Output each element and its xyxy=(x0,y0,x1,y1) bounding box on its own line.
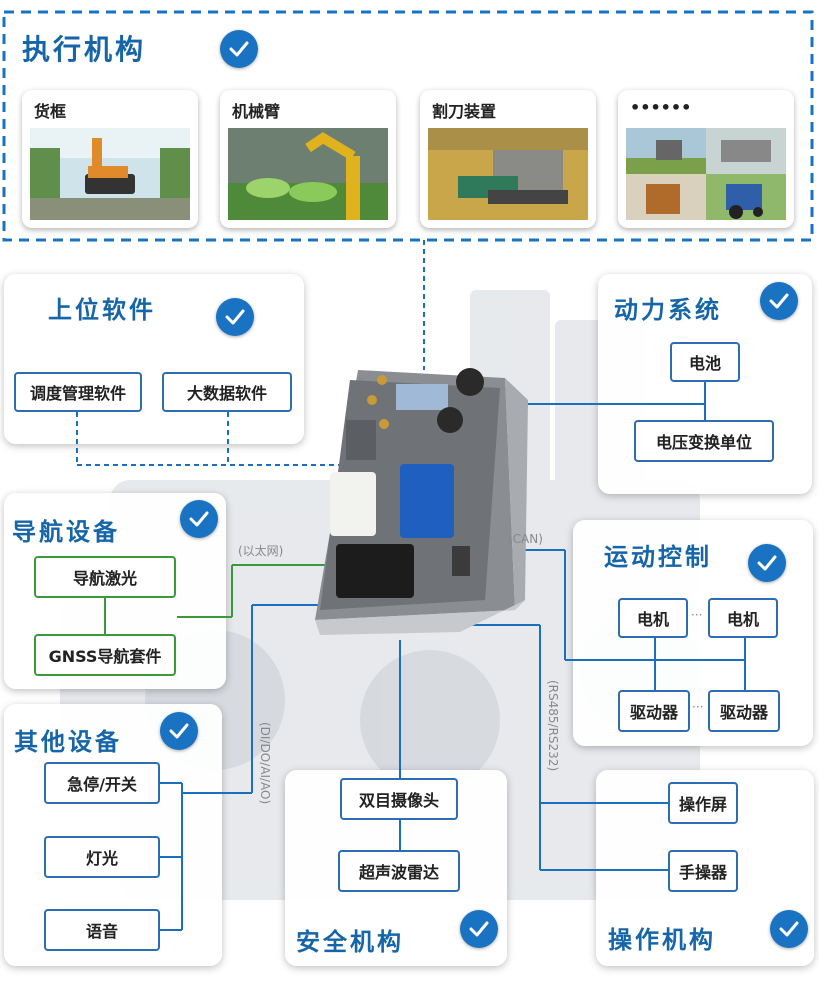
operation-check-icon xyxy=(770,910,808,948)
navigation-title: 导航设备 xyxy=(12,518,120,546)
ethernet-bus-label: (以太网) xyxy=(238,544,284,558)
actuator-card-cutter: 割刀装置 xyxy=(420,90,596,228)
motion-control-title: 运动控制 xyxy=(604,543,712,571)
actuator-card-cargo-frame: 货框 xyxy=(22,90,198,228)
ultrasonic-radar-box: 超声波雷达 xyxy=(338,850,460,892)
actuator-label: 机械臂 xyxy=(232,102,281,121)
motor-box-2: 电机 xyxy=(708,598,778,638)
navigation-check-icon xyxy=(180,500,218,538)
driver-box-1: 驱动器 xyxy=(618,690,690,732)
can-bus-label: (CAN) xyxy=(508,532,543,546)
big-data-software-box: 大数据软件 xyxy=(162,372,292,412)
farm-machinery-collage-image xyxy=(626,128,786,220)
lighting-box: 灯光 xyxy=(44,836,160,878)
voltage-converter-box: 电压变换单位 xyxy=(634,420,774,462)
actuator-label: •••••• xyxy=(630,98,692,117)
operation-screen-box: 操作屏 xyxy=(668,782,738,824)
emergency-stop-box: 急停/开关 xyxy=(44,762,160,804)
serial-bus-label: (RS485/RS232) xyxy=(546,680,560,772)
power-system-check-icon xyxy=(760,282,798,320)
driver-box-2: 驱动器 xyxy=(708,690,780,732)
actuator-dashed-frame xyxy=(2,10,814,242)
other-devices-title: 其他设备 xyxy=(14,728,122,756)
driver-ellipsis: ··· xyxy=(692,700,704,714)
gnss-kit-box: GNSS导航套件 xyxy=(34,634,176,676)
handheld-controller-box: 手操器 xyxy=(668,850,738,892)
battery-box: 电池 xyxy=(670,342,740,382)
central-controller xyxy=(315,368,528,635)
actuator-label: 货框 xyxy=(34,102,67,121)
io-bus-label: (DI/DO/AI/AO) xyxy=(258,722,272,805)
upper-software-check-icon xyxy=(216,298,254,336)
other-devices-check-icon xyxy=(160,712,198,750)
actuators-check-icon xyxy=(220,30,258,68)
safety-check-icon xyxy=(460,910,498,948)
greenhouse-robot-image xyxy=(30,128,190,220)
motion-control-check-icon xyxy=(748,544,786,582)
operation-title: 操作机构 xyxy=(608,926,716,954)
actuator-card-more: •••••• xyxy=(618,90,794,228)
navigation-laser-box: 导航激光 xyxy=(34,556,176,598)
dispatch-software-box: 调度管理软件 xyxy=(14,372,142,412)
upper-software-title: 上位软件 xyxy=(48,296,156,324)
motor-ellipsis: ··· xyxy=(691,608,703,622)
actuators-title: 执行机构 xyxy=(22,33,147,66)
power-system-title: 动力系统 xyxy=(614,296,722,324)
actuator-card-robot-arm: 机械臂 xyxy=(220,90,396,228)
binocular-camera-box: 双目摄像头 xyxy=(340,778,458,820)
upper-software-card xyxy=(4,274,304,444)
harvester-image xyxy=(428,128,588,220)
robot-arm-image xyxy=(228,128,388,220)
motor-box-1: 电机 xyxy=(618,598,688,638)
voice-box: 语音 xyxy=(44,909,160,951)
safety-title: 安全机构 xyxy=(296,928,404,956)
actuator-label: 割刀装置 xyxy=(432,102,497,121)
